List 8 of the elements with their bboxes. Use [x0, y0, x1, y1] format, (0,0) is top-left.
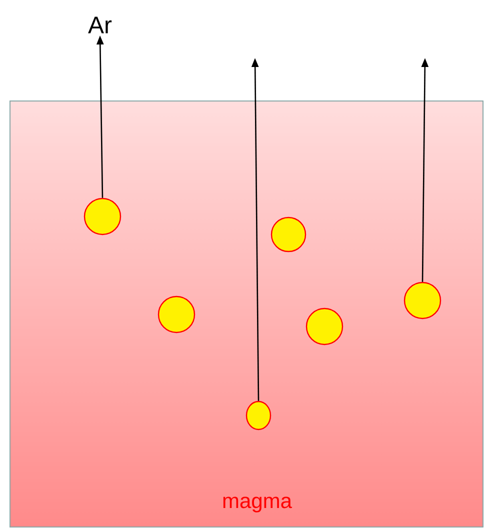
magma-box: magma [10, 100, 484, 528]
bubble [306, 308, 344, 346]
bubble [84, 198, 122, 236]
bubble [270, 216, 306, 252]
bubble [158, 296, 196, 334]
bubble [246, 400, 272, 430]
bubble [404, 282, 442, 320]
gas-label: Ar [88, 16, 112, 34]
